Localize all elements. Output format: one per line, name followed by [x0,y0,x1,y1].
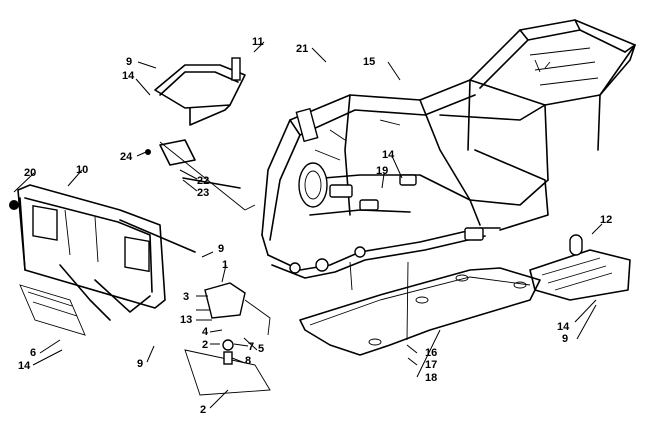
callout-13: 13 [180,314,192,326]
callout-14: 14 [122,70,135,82]
callout-10: 10 [76,164,88,176]
bracket-and-rod [145,139,241,189]
callout-19: 19 [376,165,388,177]
callout-18: 18 [425,372,437,384]
callout-6: 6 [30,347,36,359]
callout-21: 21 [296,43,308,55]
callout-9: 9 [218,243,224,255]
callout-3: 3 [183,291,189,303]
front-panel [19,284,86,336]
callout-9: 9 [562,333,568,345]
rack-bracket-left [154,57,246,126]
callout-20: 20 [24,167,36,179]
callout-14: 14 [382,149,395,161]
callout-8: 8 [245,355,251,367]
callout-24: 24 [120,151,133,163]
ignition-coil [184,282,271,396]
leader-lines [13,41,603,409]
callout-1: 1 [222,259,228,271]
callout-11: 11 [252,36,264,48]
callout-22: 22 [197,175,209,187]
callout-23: 23 [197,187,209,199]
callout-2: 2 [200,404,206,416]
callout-labels: 1 2 2 3 4 5 6 7 8 9 9 9 9 10 11 12 13 14… [18,36,612,416]
callout-14: 14 [18,360,31,372]
front-bumper [9,184,196,321]
callout-5: 5 [258,343,264,355]
callout-9: 9 [126,56,132,68]
callout-7: 7 [248,341,254,353]
callout-14: 14 [557,321,570,333]
footrest-right [529,234,631,301]
callout-9: 9 [137,358,143,370]
callout-17: 17 [425,359,437,371]
callout-4: 4 [202,326,209,338]
callout-2: 2 [202,339,208,351]
callout-15: 15 [363,56,375,68]
callout-12: 12 [600,214,612,226]
callout-16: 16 [425,347,437,359]
skid-plate [299,267,541,356]
main-frame [261,19,636,279]
